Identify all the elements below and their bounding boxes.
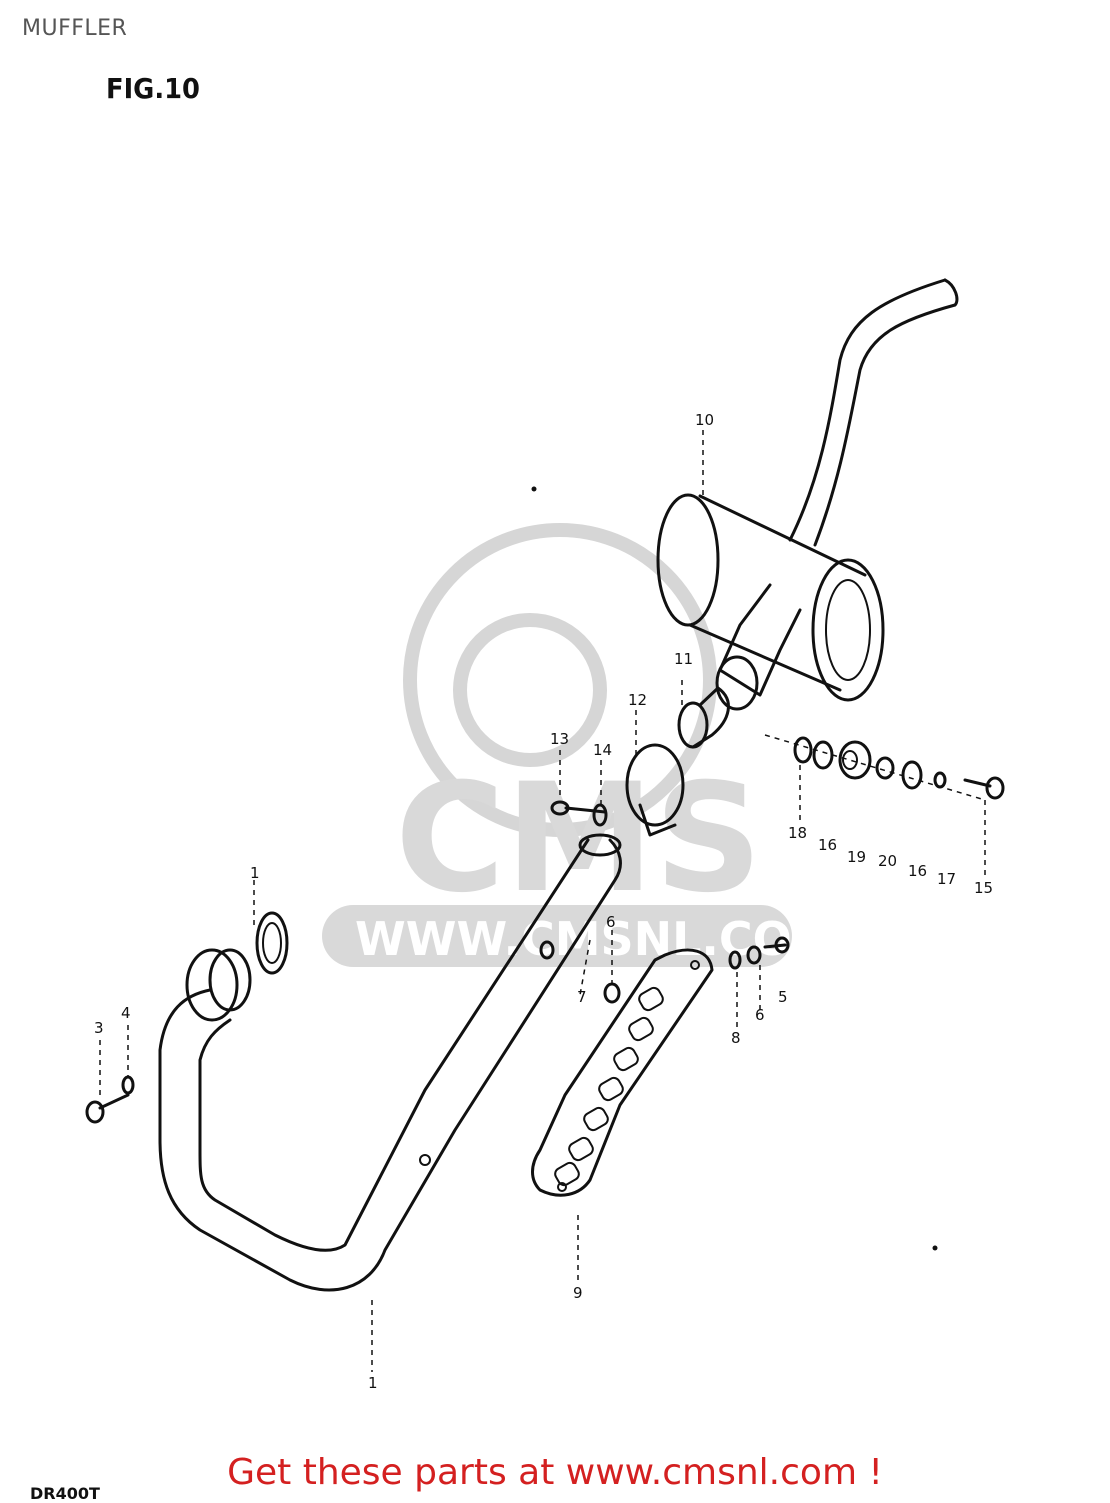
callout-16a: 16 [818, 836, 837, 854]
callout-6: 6 [606, 913, 616, 931]
callout-7: 7 [577, 988, 587, 1006]
callout-11: 11 [674, 650, 693, 668]
mount-hardware [764, 734, 1005, 801]
cta-link[interactable]: Get these parts at www.cmsnl.com ! [227, 1452, 883, 1493]
callout-8: 8 [731, 1029, 741, 1047]
callout-12: 12 [628, 691, 647, 709]
leader-lines [99, 430, 986, 1372]
callout-numbers: 10 11 12 13 14 1 4 3 1 9 6 7 8 6 5 18 16… [94, 411, 993, 1392]
watermark: CMS WWW.CMSNL.COM [322, 523, 838, 967]
callout-1-top: 1 [250, 864, 260, 882]
page-title: MUFFLER [22, 16, 128, 41]
callout-4: 4 [121, 1004, 131, 1022]
callout-19: 19 [847, 848, 866, 866]
callout-20: 20 [878, 852, 897, 870]
heat-shield [531, 948, 714, 1197]
figure-label: FIG.10 [106, 72, 200, 105]
flange-bolt [85, 1075, 135, 1124]
callout-5: 5 [778, 988, 788, 1006]
watermark-brand: CMS [395, 752, 762, 926]
callout-13: 13 [550, 730, 569, 748]
clamp-bolt [550, 800, 608, 827]
callout-3: 3 [94, 1019, 104, 1037]
exhaust-pipe [158, 833, 622, 1292]
callout-17: 17 [937, 870, 956, 888]
callout-1-bottom: 1 [368, 1374, 378, 1392]
model-code: DR400T [30, 1484, 100, 1503]
callout-15: 15 [974, 879, 993, 897]
connector-sleeve [677, 686, 730, 749]
clamp [625, 743, 685, 837]
shield-fasteners [539, 936, 790, 1004]
callout-14: 14 [593, 741, 612, 759]
callout-10: 10 [695, 411, 714, 429]
watermark-url: WWW.CMSNL.COM [355, 912, 838, 966]
callout-6b: 6 [755, 1006, 765, 1024]
callout-16b: 16 [908, 862, 927, 880]
callout-9: 9 [573, 1284, 583, 1302]
callout-18: 18 [788, 824, 807, 842]
muffler-body [656, 278, 959, 711]
